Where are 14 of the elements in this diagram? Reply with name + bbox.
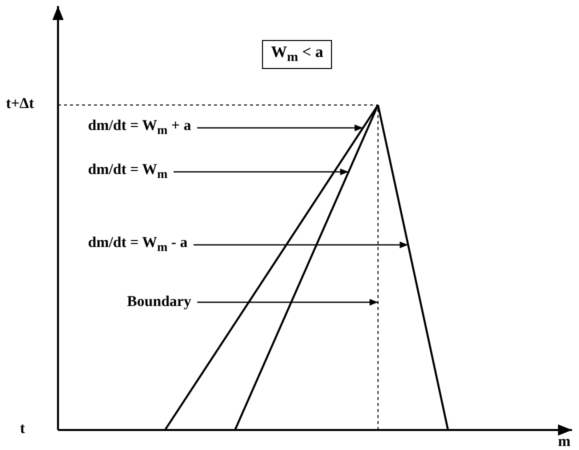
trajectory-line	[377, 104, 449, 430]
equation-label: dm/dt = W$_{m}$	[88, 162, 168, 182]
axis-label: t	[20, 421, 25, 438]
leader-arrow	[197, 298, 378, 306]
leader-arrow	[194, 242, 408, 248]
axis-label: t+Δt	[6, 96, 34, 112]
leader-arrow	[197, 124, 363, 132]
condition-box: W$_{m}$ < a	[262, 40, 332, 69]
equation-label: dm/dt = W$_{m}$ + a	[88, 118, 192, 138]
leader-arrow	[174, 168, 349, 176]
boundary-label: Boundary	[127, 294, 192, 310]
axis-label: m	[558, 434, 570, 450]
equation-label: dm/dt = W$_{m}$ - a	[88, 235, 188, 255]
trajectory-line	[234, 104, 379, 430]
